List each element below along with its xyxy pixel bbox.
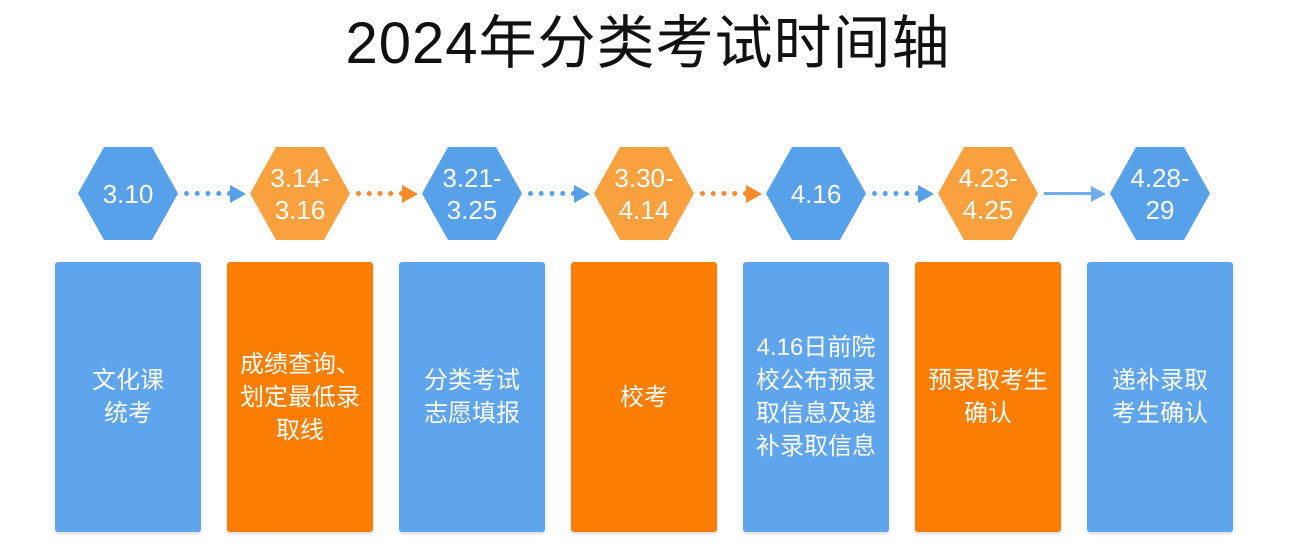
step-label: 预录取考生 确认: [928, 367, 1048, 427]
arrow-line: [1044, 192, 1093, 195]
step-date: 4.28- 29: [1130, 162, 1190, 225]
timeline-step-1: 3.10 文化课 统考: [55, 147, 246, 532]
step-6-description-card: 预录取考生 确认: [915, 262, 1061, 532]
arrow-line: [184, 191, 232, 196]
timeline-step-2: 3.14- 3.16 成绩查询、 划定最低录 取线: [227, 147, 418, 532]
step-date: 4.23- 4.25: [958, 162, 1018, 225]
step-2-date-hexagon: 3.14- 3.16: [250, 147, 350, 240]
step-date: 4.16: [790, 178, 842, 209]
step-1-date-hexagon: 3.10: [78, 147, 178, 240]
step-1-description-card: 文化课 统考: [55, 262, 201, 532]
step-7-description-card: 递补录取 考生确认: [1087, 262, 1233, 532]
arrow-line: [872, 191, 920, 196]
step-date: 3.14- 3.16: [270, 162, 330, 225]
arrow-line: [528, 191, 576, 196]
step-7-date-hexagon: 4.28- 29: [1110, 147, 1210, 240]
timeline-step-3: 3.21- 3.25 分类考试 志愿填报: [399, 147, 590, 532]
step-label: 4.16日前院 校公布预录 取信息及递 补录取信息: [756, 334, 876, 460]
step-2-description-card: 成绩查询、 划定最低录 取线: [227, 262, 373, 532]
timeline-step-4: 3.30- 4.14 校考: [571, 147, 762, 532]
step-date: 3.10: [102, 178, 154, 209]
step-label: 成绩查询、 划定最低录 取线: [240, 350, 360, 444]
timeline-step-6: 4.23- 4.25 预录取考生 确认: [915, 147, 1106, 532]
timeline-step-7: 4.28- 29 递补录取 考生确认: [1087, 147, 1233, 532]
step-4-date-hexagon: 3.30- 4.14: [594, 147, 694, 240]
step-3-description-card: 分类考试 志愿填报: [399, 262, 545, 532]
step-label: 递补录取 考生确认: [1112, 367, 1208, 427]
step-date: 3.30- 4.14: [614, 162, 674, 225]
step-label: 校考: [620, 383, 668, 411]
step-6-date-hexagon: 4.23- 4.25: [938, 147, 1038, 240]
step-3-date-hexagon: 3.21- 3.25: [422, 147, 522, 240]
page-title: 2024年分类考试时间轴: [345, 11, 951, 76]
step-label: 文化课 统考: [92, 367, 164, 427]
timeline-row: 3.10 文化课 统考 3.14- 3.16 成绩查询、 划定最低录 取线: [55, 147, 1233, 532]
timeline-step-5: 4.16 4.16日前院 校公布预录 取信息及递 补录取信息: [743, 147, 934, 532]
arrow-line: [356, 191, 404, 196]
step-label: 分类考试 志愿填报: [424, 367, 520, 427]
arrow-line: [700, 191, 748, 196]
step-5-date-hexagon: 4.16: [766, 147, 866, 240]
step-5-description-card: 4.16日前院 校公布预录 取信息及递 补录取信息: [743, 262, 889, 532]
step-4-description-card: 校考: [571, 262, 717, 532]
step-date: 3.21- 3.25: [442, 162, 502, 225]
